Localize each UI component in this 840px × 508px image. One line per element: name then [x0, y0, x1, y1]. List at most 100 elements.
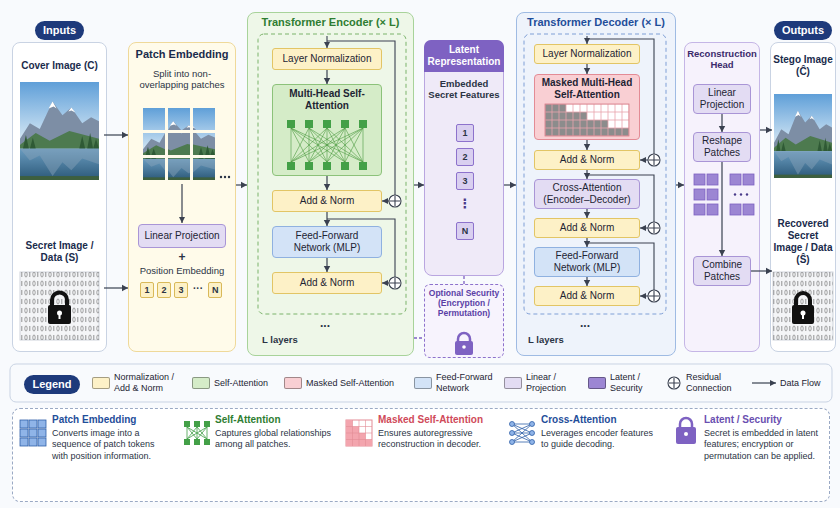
node-text: Masked Multi-Head Self-Attention: [536, 77, 638, 101]
arrow-head: [584, 144, 590, 150]
patch-grid-part: [146, 111, 212, 177]
node-text: ...: [300, 316, 350, 330]
node-text: 1: [141, 285, 152, 296]
node-text: Feed-Forward Network (MLP): [535, 250, 639, 274]
node-text: Add & Norm: [557, 222, 617, 234]
attention-network-part: [287, 120, 295, 128]
security-lock-part: [462, 345, 466, 349]
text-slot: Masked Self-Attention: [378, 414, 498, 426]
residual-connection-part: [649, 223, 659, 233]
patch-grid-part: [143, 108, 209, 174]
token-box: 1: [456, 124, 474, 142]
text-slot: Leverages encoder features to guide deco…: [541, 428, 661, 451]
cover-image-part-part: [20, 82, 99, 180]
legend-slot: Normalization / Add & Norm: [114, 368, 184, 398]
flow-connector: [324, 258, 330, 272]
residual-connection-part: [382, 200, 389, 201]
patch-grid-part-part: [149, 111, 215, 177]
residual-connection-part: [648, 290, 660, 302]
explanation-icons-part-part: [204, 421, 210, 427]
explanation-icons-part-part: [184, 421, 190, 427]
explanation-icons-part: [187, 427, 207, 439]
connector-line: [104, 287, 128, 288]
flow-connector: [104, 285, 128, 291]
text-slot: ···: [190, 283, 206, 295]
text-slot: ...: [560, 316, 610, 330]
residual-connection: [327, 36, 660, 302]
flow-connector: [414, 338, 424, 339]
residual-connection-part: [648, 222, 660, 234]
legend-slot: Residual Connection: [686, 368, 746, 398]
stego-image-part-part: [774, 94, 832, 178]
reshaped-patches-part: [734, 193, 736, 195]
flow-connector: [584, 238, 590, 247]
reshaped-patches-part: [694, 189, 705, 200]
connector-line: [236, 184, 247, 185]
explanation-icons-part-part: [530, 422, 535, 427]
legend-slot: Feed-Forward Network: [436, 368, 496, 398]
flow-connector: [751, 268, 772, 274]
input-panel: InputsCover Image (C)Secret Image / Data…: [12, 42, 107, 352]
arrow-head: [584, 173, 590, 179]
legend-text: Self-Attention: [214, 378, 268, 389]
explanation-icons-part-part: [29, 429, 37, 437]
image-slot: Secret Image / Data (S): [15, 236, 104, 346]
recovered-image-part: [773, 272, 833, 340]
explanation-icons-part-part: [184, 439, 190, 445]
legend-text: Residual Connection: [686, 372, 746, 394]
secret-image-part: [59, 314, 61, 319]
connector-line: [586, 170, 587, 179]
mask-grid-part: [545, 104, 629, 136]
secret-image-part: [20, 272, 99, 340]
legend-swatch: [284, 377, 302, 389]
text-slot: Secret Image / Data (S): [15, 240, 104, 264]
node-text: Patch Embedding: [52, 414, 172, 426]
legend-slot: Linear / Projection: [526, 368, 580, 398]
explanation-icons-part-part: [38, 438, 46, 446]
node-text: Optional Security (Encryption / Permutat…: [427, 289, 501, 318]
residual-connection-part: [390, 196, 400, 206]
cross-attention-box: Cross-Attention (Encoder–Decoder): [534, 179, 640, 209]
node-text: Ensures autoregressive reconstruction in…: [378, 428, 498, 451]
legend-slot: Data Flow: [780, 368, 826, 398]
norm-box: Layer Normalization: [534, 44, 640, 64]
patch-grid-part: [143, 111, 209, 177]
node-text: Masked Self-Attention: [378, 414, 498, 426]
explanation-icons-part: [20, 420, 46, 446]
node-text: Split into non-overlapping patches: [132, 68, 232, 91]
attention-network-part: [291, 128, 363, 162]
connector-line: [586, 209, 587, 218]
security-lock: [455, 333, 473, 355]
residual-connection-part: [390, 278, 400, 288]
node-text: 3: [459, 176, 470, 187]
explanation-icons-part-part: [510, 431, 515, 436]
residual-connection-part: [649, 291, 659, 301]
cover-image-part: [20, 82, 99, 180]
residual-connection-part: [587, 39, 654, 154]
token-box: 2: [456, 148, 474, 166]
secret-image: [20, 272, 99, 340]
node-text: Recovered Secret Image / Data (Ŝ): [772, 218, 834, 266]
text-slot: Multi-Head Self-Attention: [274, 88, 380, 112]
stego-image: [774, 94, 832, 178]
arrow-head: [324, 184, 330, 190]
patch-grid-part: [228, 176, 230, 178]
patch-grid-part-part: [149, 114, 215, 180]
explanation-box: Patch EmbeddingConverts image into a seq…: [12, 408, 830, 502]
recovered-image: [773, 272, 833, 340]
legend-title: Legend: [24, 375, 79, 394]
legend-frame-part: [10, 364, 832, 402]
text-slot: Optional Security (Encryption / Permutat…: [427, 289, 501, 318]
patch-grid-part-part: [146, 111, 212, 177]
residual-connection-part: [587, 175, 654, 222]
secret-image-part: [48, 305, 71, 324]
residual-connection-part: [648, 154, 660, 166]
text-slot: Reconstruction Head: [684, 48, 760, 71]
latent-panel: Latent RepresentationEmbedded Secret Fea…: [424, 40, 504, 276]
text-slot: Patch Embedding: [128, 48, 236, 61]
explanation-icons-part-part: [194, 439, 200, 445]
patch-grid-part: [146, 108, 212, 174]
text-slot: Stego Image (Ĉ): [772, 54, 834, 78]
legend-text: Feed-Forward Network: [436, 372, 496, 394]
node-text: Secret Image / Data (S): [15, 240, 104, 264]
